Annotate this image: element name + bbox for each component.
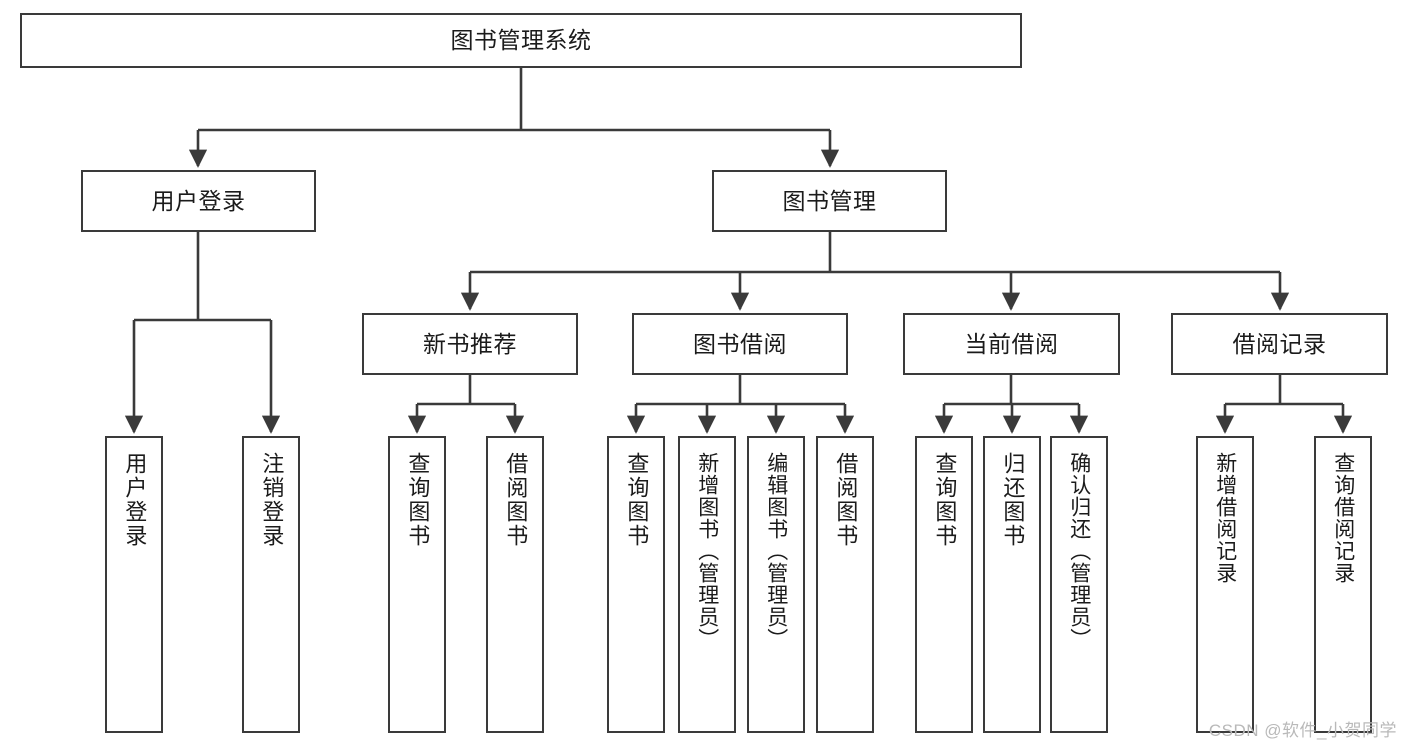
node-leaf-query-book-3-label: 查询图书 [932,452,958,548]
node-user-login[interactable]: 用户登录 [81,170,316,232]
node-leaf-borrow-book-2[interactable]: 借阅图书 [816,436,874,733]
node-current-borrow-label: 当前借阅 [964,330,1059,357]
node-user-login-label: 用户登录 [151,187,246,214]
node-root-label: 图书管理系统 [450,27,592,54]
node-current-borrow[interactable]: 当前借阅 [903,313,1120,375]
node-leaf-edit-book[interactable]: 编辑图书（管理员） [747,436,805,733]
node-leaf-query-record-label: 查询借阅记录 [1331,452,1355,584]
node-leaf-borrow-book-2-label: 借阅图书 [833,452,859,548]
node-leaf-return-book-label: 归还图书 [1000,452,1026,548]
node-book-borrow[interactable]: 图书借阅 [632,313,848,375]
node-book-manage-label: 图书管理 [782,187,877,214]
node-new-book-rec[interactable]: 新书推荐 [362,313,578,375]
node-borrow-record[interactable]: 借阅记录 [1171,313,1388,375]
node-leaf-add-book[interactable]: 新增图书（管理员） [678,436,736,733]
node-leaf-query-book-2-label: 查询图书 [624,452,650,548]
node-leaf-query-book-1[interactable]: 查询图书 [388,436,446,733]
node-leaf-add-record-label: 新增借阅记录 [1213,452,1237,584]
node-leaf-query-book-3[interactable]: 查询图书 [915,436,973,733]
node-book-borrow-label: 图书借阅 [693,330,787,357]
node-leaf-user-login[interactable]: 用户登录 [105,436,163,733]
node-leaf-edit-book-label: 编辑图书（管理员） [764,452,788,650]
node-leaf-borrow-book-1[interactable]: 借阅图书 [486,436,544,733]
node-leaf-query-book-1-label: 查询图书 [405,452,431,548]
node-leaf-query-book-2[interactable]: 查询图书 [607,436,665,733]
node-new-book-rec-label: 新书推荐 [423,330,517,357]
node-leaf-confirm-return[interactable]: 确认归还（管理员） [1050,436,1108,733]
node-root[interactable]: 图书管理系统 [20,13,1022,68]
node-leaf-add-record[interactable]: 新增借阅记录 [1196,436,1254,733]
node-leaf-query-record[interactable]: 查询借阅记录 [1314,436,1372,733]
watermark: CSDN @软件_小贺同学 [1208,721,1397,740]
node-leaf-user-login-label: 用户登录 [122,452,148,548]
node-leaf-return-book[interactable]: 归还图书 [983,436,1041,733]
node-leaf-borrow-book-1-label: 借阅图书 [503,452,529,548]
node-leaf-logout[interactable]: 注销登录 [242,436,300,733]
node-leaf-logout-label: 注销登录 [259,452,285,548]
node-leaf-add-book-label: 新增图书（管理员） [695,452,719,650]
node-book-manage[interactable]: 图书管理 [712,170,947,232]
node-leaf-confirm-return-label: 确认归还（管理员） [1067,452,1091,650]
node-borrow-record-label: 借阅记录 [1232,330,1327,357]
